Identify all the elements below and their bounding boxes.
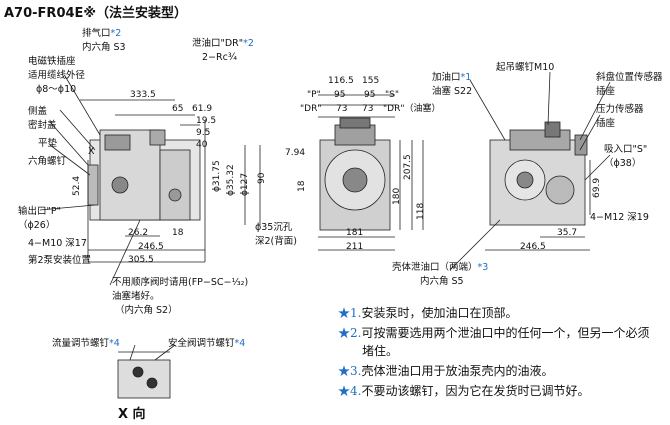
- swash-socket-label: 插座: [596, 86, 616, 97]
- dim-65: 65: [172, 104, 184, 114]
- suction-label: 吸入口"S": [604, 144, 648, 155]
- dim-3532: ϕ35.32: [226, 164, 236, 196]
- mid-dim-794: 7.94: [285, 148, 306, 158]
- mid-dr-label: "DR": [300, 104, 322, 114]
- side-cover-label: 侧盖: [28, 106, 48, 117]
- pressure-label: 压力传感器: [596, 104, 644, 115]
- dim-9: 9.5: [196, 128, 211, 138]
- note-3: ★3.壳体泄油口用于放油泵壳内的油液。: [338, 364, 554, 378]
- mid-dim-180: 180: [392, 187, 402, 205]
- left-pump-body: [87, 129, 201, 221]
- note-1: ★1.安装泵时，使加油口在顶部。: [338, 306, 518, 320]
- unused-label: 不用顺序阀时请用(FP−SC−¹⁄₃₂): [112, 277, 249, 288]
- mid-dim-18: 18: [297, 180, 307, 192]
- mid-dim-73a: 73: [336, 104, 348, 114]
- mid-counterbore: ϕ35沉孔: [255, 222, 293, 233]
- right-dim-357: 35.7: [557, 228, 578, 238]
- safety-screw-label: 安全阀调节螺钉*4: [168, 338, 246, 349]
- right-pump-body: [489, 121, 588, 226]
- dim-524: 52.4: [72, 175, 82, 196]
- fill-plug-label: 油塞 S22: [432, 86, 473, 97]
- case-hex-label: 内六角 S5: [420, 276, 464, 287]
- drain-port-label: 排气口*2: [82, 28, 122, 39]
- dim-3055: 305.5: [128, 255, 154, 265]
- case-drain-label: 壳体泄油口（两端）*3: [392, 262, 489, 273]
- swash-label: 斜盘位置传感器: [596, 72, 663, 83]
- dim-3175: ϕ31.75: [212, 160, 222, 192]
- mid-dim-155: 155: [362, 76, 380, 86]
- cable-dia-label: ϕ8～ϕ10: [36, 84, 77, 95]
- mid-s-label: "S": [385, 90, 399, 100]
- mid-p-label: "P": [307, 90, 321, 100]
- mid-dim-181: 181: [346, 228, 364, 238]
- mid-dim-95a: 95: [334, 90, 346, 100]
- outlet-label: 输出口"P": [18, 206, 61, 217]
- page-title: A70-FR04E※（法兰安装型）: [4, 6, 188, 21]
- right-dim-2465: 246.5: [520, 242, 546, 252]
- dim-40: 40: [196, 140, 208, 150]
- drain-dr-label: 泄油口"DR"*2: [192, 38, 254, 49]
- plug-label: 油塞堵好。: [112, 291, 160, 302]
- middle-pump-body: [319, 117, 391, 231]
- plug-hex-label: （内六角 S2）: [115, 305, 178, 316]
- suction-dia-label: （ϕ38）: [604, 158, 642, 169]
- dim-127: ϕ127: [240, 172, 250, 196]
- dim-90: 90: [257, 172, 267, 184]
- mid-dim-118: 118: [416, 202, 426, 220]
- mid-dim-1165: 116.5: [328, 76, 354, 86]
- mid-drplug-label: "DR"（油塞）: [383, 104, 441, 114]
- dim-19: 19.5: [196, 116, 217, 126]
- outlet-dia-label: （ϕ26）: [18, 220, 56, 231]
- cable-label: 适用缆线外径: [28, 70, 86, 81]
- lift-bolt-label: 起吊螺钉M10: [496, 62, 555, 73]
- x-mark-label: X: [88, 146, 95, 157]
- mid-dim-2075: 207.5: [403, 154, 413, 180]
- note-2-cont: 堵住。: [362, 344, 399, 358]
- note-4: ★4.不要动该螺钉，因为它在发货时已调节好。: [338, 384, 590, 398]
- hex-bolt-label: 六角螺钉: [28, 156, 67, 167]
- mid-dim-95b: 95: [364, 90, 376, 100]
- dim-18: 18: [172, 228, 184, 238]
- fill-port-label: 加油口*1: [432, 72, 472, 83]
- dim-262: 26.2: [128, 228, 149, 238]
- seal-cover-label: 密封盖: [28, 120, 57, 131]
- pressure-socket-label: 插座: [596, 118, 616, 129]
- right-dim-699: 69.9: [592, 177, 602, 198]
- dim-61: 61.9: [192, 104, 213, 114]
- washer-label: 平垫: [38, 138, 58, 149]
- mid-counterbore-depth: 深2(背面): [255, 236, 297, 247]
- dim-2465: 246.5: [138, 242, 164, 252]
- flow-screw-label: 流量调节螺钉*4: [52, 338, 120, 349]
- second-pump-label: 第2泵安装位置: [28, 255, 92, 266]
- x-view-block: [117, 344, 176, 399]
- tap-label: 4−M10 深17: [28, 238, 87, 249]
- x-view-caption: X 向: [118, 407, 146, 422]
- dim-333: 333.5: [130, 90, 156, 100]
- drain-rc-label: 2−Rc¾: [202, 52, 238, 63]
- mid-dim-73b: 73: [362, 104, 374, 114]
- drain-hex-label: 内六角 S3: [82, 42, 126, 53]
- mid-dim-211: 211: [346, 242, 364, 252]
- note-2: ★2.可按需要选用两个泄油口中的任何一个，但另一个必须: [338, 326, 650, 340]
- connector-label: 电磁铁插座: [28, 56, 76, 67]
- right-tap-label: 4−M12 深19: [590, 212, 649, 223]
